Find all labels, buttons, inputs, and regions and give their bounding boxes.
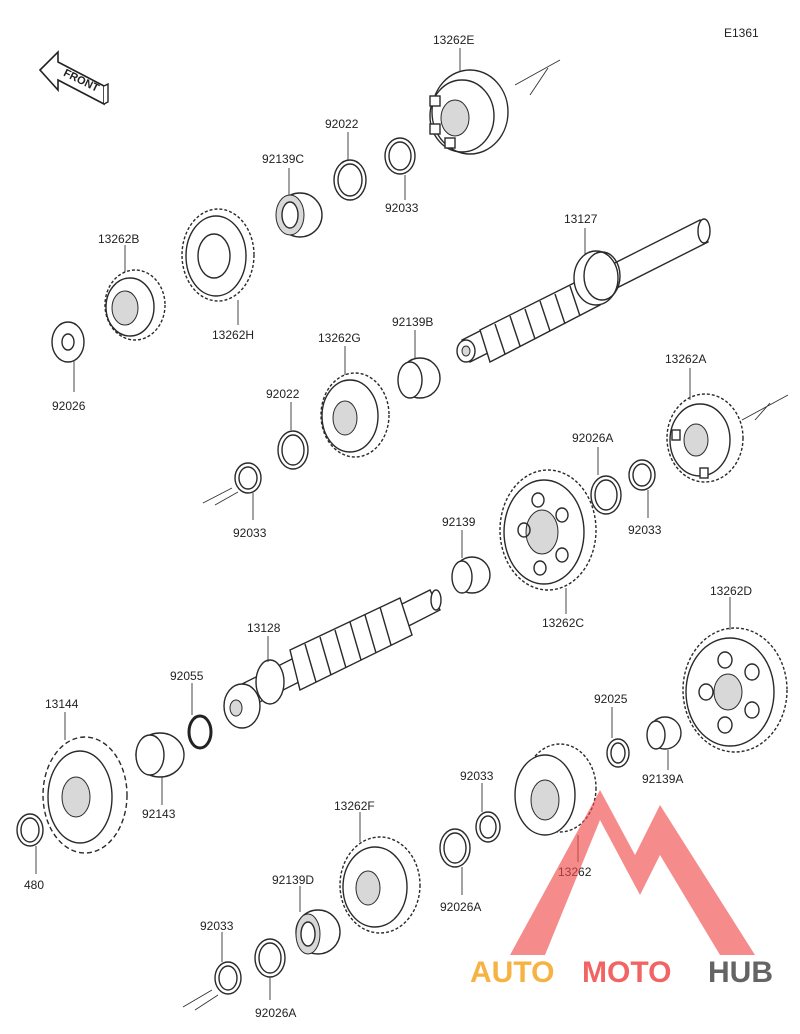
label-480: 480 (24, 878, 44, 892)
label-92025: 92025 (594, 692, 628, 706)
label-92026A-lower: 92026A (440, 900, 481, 914)
label-13262F: 13262F (334, 799, 375, 813)
label-92033-lower: 92033 (460, 769, 494, 783)
gear-13262F (339, 836, 421, 934)
label-13262D: 13262D (710, 584, 752, 598)
washer-92026A-lower (439, 828, 471, 868)
washer-92025 (606, 738, 630, 768)
bearing-92139 (451, 556, 491, 594)
bearing-92139A (646, 716, 682, 750)
label-92139D: 92139D (272, 873, 314, 887)
washer-92022-mid (277, 430, 309, 470)
oring-92055 (187, 714, 213, 750)
label-92139C: 92139C (262, 152, 304, 166)
circlip-92033-right (628, 459, 656, 491)
label-92033-right: 92033 (628, 523, 662, 537)
gear-13262B (104, 269, 166, 341)
circlip-92033-top (384, 137, 416, 175)
label-92139B: 92139B (392, 315, 433, 329)
bearing-92139C (275, 192, 323, 238)
gear-13262E (429, 69, 509, 155)
circlip-92033-lower (475, 811, 501, 843)
label-13127: 13127 (564, 212, 598, 226)
label-92033-bottom: 92033 (200, 919, 234, 933)
sprocket-13144 (42, 736, 128, 854)
label-13262B: 13262B (98, 232, 139, 246)
washer-92026A-mid (590, 475, 622, 515)
front-arrow-icon: FRONT (38, 50, 109, 106)
label-92143: 92143 (142, 807, 176, 821)
gear-13262C (499, 469, 597, 591)
label-92026A-bottom: 92026A (255, 1006, 296, 1020)
label-92033-top: 92033 (385, 201, 419, 215)
gear-13262G (320, 372, 390, 458)
shaft-13127 (456, 218, 711, 364)
label-92139: 92139 (442, 515, 476, 529)
gear-13262D (682, 627, 788, 753)
label-92026A-mid: 92026A (572, 431, 613, 445)
label-92022-mid: 92022 (266, 387, 300, 401)
label-13262H: 13262H (212, 328, 254, 342)
bearing-92139B (397, 357, 441, 399)
label-92033-mid: 92033 (233, 526, 267, 540)
washer-92026A-bottom (254, 938, 286, 978)
gear-13262 (514, 743, 597, 836)
label-13262E: 13262E (433, 33, 474, 47)
diagram-code: E1361 (724, 26, 759, 40)
label-92022-top: 92022 (325, 117, 359, 131)
collar-92143 (135, 732, 185, 778)
watermark-logo (510, 790, 755, 955)
washer-92026 (51, 321, 85, 363)
watermark-auto: AUTO (470, 956, 554, 989)
gear-13262A (666, 393, 744, 483)
label-13262G: 13262G (318, 331, 361, 345)
label-13262A: 13262A (665, 352, 706, 366)
bearing-92139D (295, 909, 341, 955)
label-13128: 13128 (247, 621, 281, 635)
circlip-480 (16, 813, 44, 847)
label-92026: 92026 (52, 399, 86, 413)
label-13144: 13144 (45, 697, 79, 711)
watermark-hub: HUB (708, 956, 773, 989)
washer-92022-top (333, 159, 367, 201)
label-92139A: 92139A (642, 772, 683, 786)
circlip-92033-bottom (214, 961, 242, 995)
gear-13262H (181, 208, 255, 302)
label-92055: 92055 (170, 669, 204, 683)
watermark-moto: MOTO (582, 956, 671, 989)
circlip-92033-mid (234, 462, 262, 494)
shaft-13128 (223, 589, 442, 729)
label-13262C: 13262C (542, 616, 584, 630)
